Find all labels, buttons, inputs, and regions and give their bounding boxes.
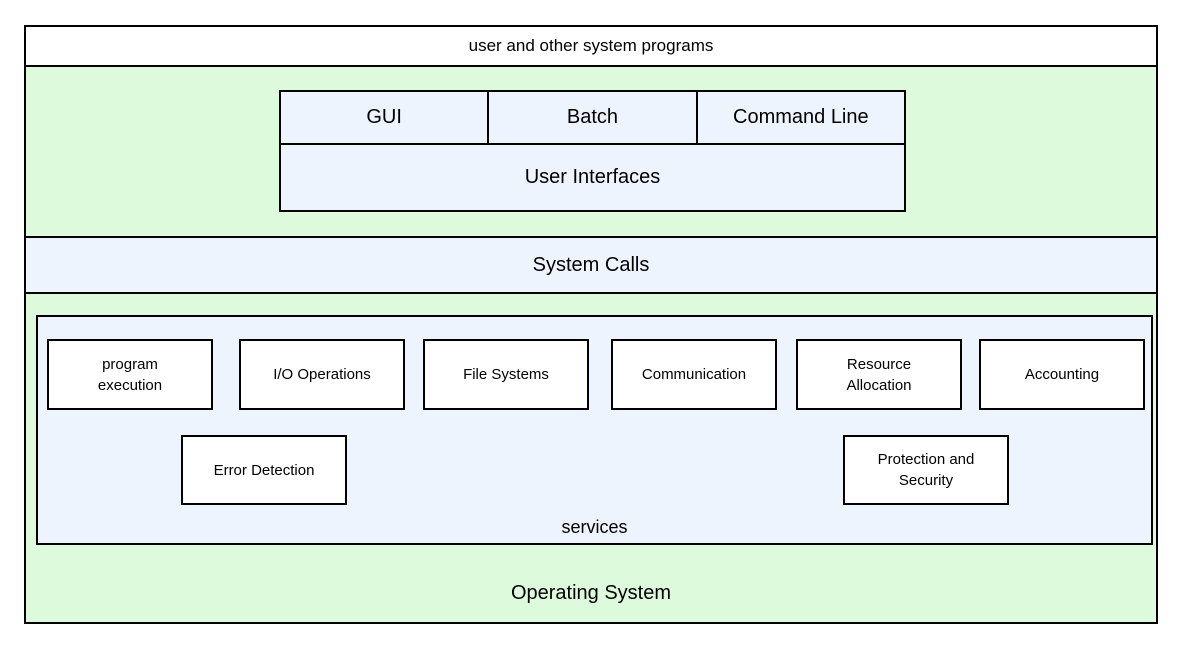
ui-cell-user-interfaces: User Interfaces (281, 145, 904, 210)
user-interfaces-label: User Interfaces (524, 166, 661, 188)
gui-label: GUI (366, 106, 402, 128)
user-interface-band: GUI Batch Command Line User Interfaces (26, 67, 1156, 238)
service-box-file-systems: File Systems (423, 339, 589, 410)
batch-label: Batch (566, 106, 619, 128)
operating-system-band: program execution I/O Operations File Sy… (26, 294, 1156, 622)
error-detection-label: Error Detection (213, 461, 315, 479)
user-interfaces-top-row: GUI Batch Command Line (281, 92, 904, 145)
communication-label: Communication (641, 366, 747, 383)
system-calls-label: System Calls (532, 253, 650, 276)
service-box-accounting: Accounting (979, 339, 1145, 410)
user-programs-band: user and other system programs (26, 27, 1156, 67)
user-programs-label: user and other system programs (468, 36, 714, 55)
service-box-protection-security: Protection and Security (843, 435, 1009, 505)
command-line-label: Command Line (733, 106, 869, 128)
ui-cell-batch: Batch (487, 92, 695, 143)
service-box-program-execution: program execution (47, 339, 213, 410)
services-box: program execution I/O Operations File Sy… (36, 315, 1153, 545)
services-label: services (561, 517, 628, 537)
diagram-outer-box: user and other system programs GUI Batch… (24, 25, 1158, 624)
accounting-label: Accounting (1024, 366, 1100, 383)
service-box-error-detection: Error Detection (181, 435, 347, 505)
service-box-resource-allocation: Resource Allocation (796, 339, 962, 410)
ui-cell-gui: GUI (281, 92, 487, 143)
operating-system-label: Operating System (510, 582, 672, 604)
resource-allocation-label: Resource Allocation (846, 355, 912, 394)
file-systems-label: File Systems (463, 366, 549, 383)
program-execution-label: program execution (97, 355, 163, 394)
user-interfaces-table: GUI Batch Command Line User Interfaces (279, 90, 906, 212)
service-box-communication: Communication (611, 339, 777, 410)
protection-security-label: Protection and Security (877, 451, 975, 489)
system-calls-band: System Calls (26, 238, 1156, 294)
ui-cell-command-line: Command Line (695, 92, 904, 143)
service-box-io-operations: I/O Operations (239, 339, 405, 410)
io-operations-label: I/O Operations (273, 366, 371, 383)
